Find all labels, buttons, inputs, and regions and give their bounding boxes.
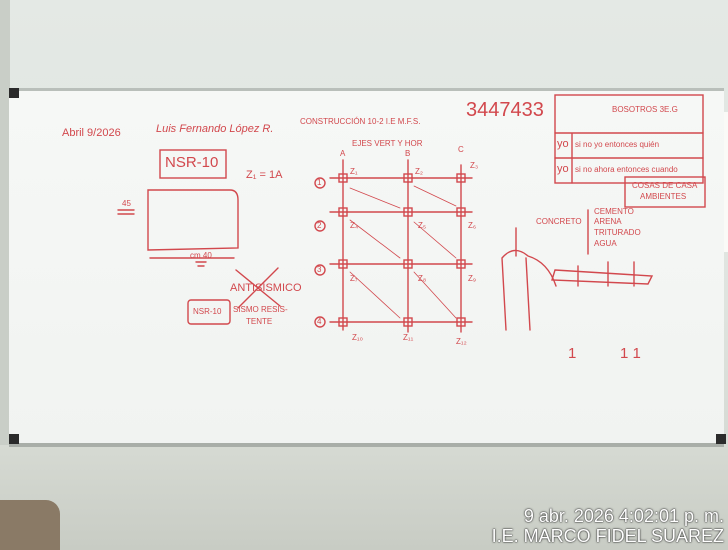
header-course: CONSTRUCCIÓN 10-2 I.E M.F.S. [300, 117, 421, 126]
grid-col-b: B [405, 149, 411, 158]
grid-node: Z₁₂ [456, 337, 467, 346]
header-number: 3447433 [466, 99, 544, 121]
grid-node: Z₃ [470, 161, 479, 170]
header-name: Luis Fernando López R. [156, 123, 274, 135]
note-number-1: 1 [568, 345, 577, 362]
sismo-label: SISMO RESIS- [233, 305, 288, 314]
nsr-title: NSR-10 [165, 154, 219, 171]
ingredient-2: ARENA [594, 217, 622, 226]
ingredient-3: TRITURADO [594, 228, 641, 237]
nsr-small-label: NSR-10 [193, 307, 222, 316]
width-label: cm 40 [190, 251, 212, 260]
grid-node: Z₅ [418, 221, 427, 230]
grid-row-2: 2 [317, 221, 322, 230]
board-corner [9, 88, 19, 98]
header-date: Abril 9/2026 [62, 127, 121, 139]
right-box-row2-tag: yo [557, 163, 569, 175]
ingredient-1: CEMENTO [594, 207, 634, 216]
grid-node: Z₁₀ [352, 333, 363, 342]
grid-node: Z₁₁ [403, 333, 414, 342]
wall-edge [0, 0, 10, 550]
grid-row-3: 3 [317, 265, 322, 274]
grid-node: Z₇ [350, 274, 358, 283]
grid-node: Z₈ [418, 274, 427, 283]
cosas-label: COSAS DE CASA [632, 181, 698, 190]
grid-node: Z₂ [415, 167, 423, 176]
right-box-title: BOSOTROS 3E.G [612, 105, 678, 114]
school-overlay: I.E. MARCO FIDEL SUAREZ [491, 526, 724, 546]
right-box-row2-text: si no ahora entonces cuando [575, 165, 678, 174]
tente-label: TENTE [246, 317, 273, 326]
ambientes-label: AMBIENTES [640, 192, 687, 201]
foreground-object [0, 500, 60, 550]
grid-node: Z₆ [468, 221, 477, 230]
grid-title: EJES VERT Y HOR [352, 139, 423, 148]
antisismico-label: ANTISÍSMICO [230, 282, 302, 294]
grid-row-4: 4 [317, 317, 322, 326]
grid-col-c: C [458, 145, 464, 154]
grid-row-1: 1 [317, 178, 322, 187]
wall-lower [0, 445, 728, 550]
timestamp-overlay: 9 abr. 2026 4:02:01 p. m. [523, 506, 724, 526]
right-box-row1-text: si no yo entonces quién [575, 140, 660, 149]
grid-node: Z₄ [350, 221, 359, 230]
grid-col-a: A [340, 149, 346, 158]
z-label: Z₁ = 1A [246, 169, 283, 181]
right-box-row1-tag: yo [557, 138, 569, 150]
concreto-label: CONCRETO [536, 217, 582, 226]
board-corner [9, 434, 19, 444]
note-number-2: 1 1 [620, 345, 641, 362]
height-label: 45 [122, 199, 131, 208]
board-corner [716, 434, 726, 444]
grid-node: Z₁ [350, 167, 358, 176]
grid-node: Z₉ [468, 274, 477, 283]
ingredient-4: AGUA [594, 239, 617, 248]
